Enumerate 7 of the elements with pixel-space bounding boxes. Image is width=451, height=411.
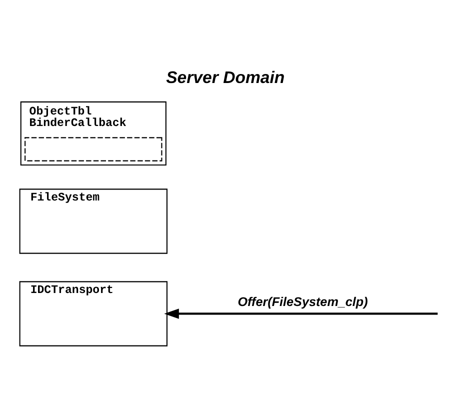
arrow [164,308,438,318]
edge-label: Offer(FileSystem_clp) [238,294,368,308]
node-box [24,136,162,161]
node-box: FileSystem [19,188,168,254]
node-box: IDCTransport [19,280,168,346]
cluster: ObjectTbl BinderCallback [20,100,166,166]
diagram-title: Server Domain [166,67,285,86]
